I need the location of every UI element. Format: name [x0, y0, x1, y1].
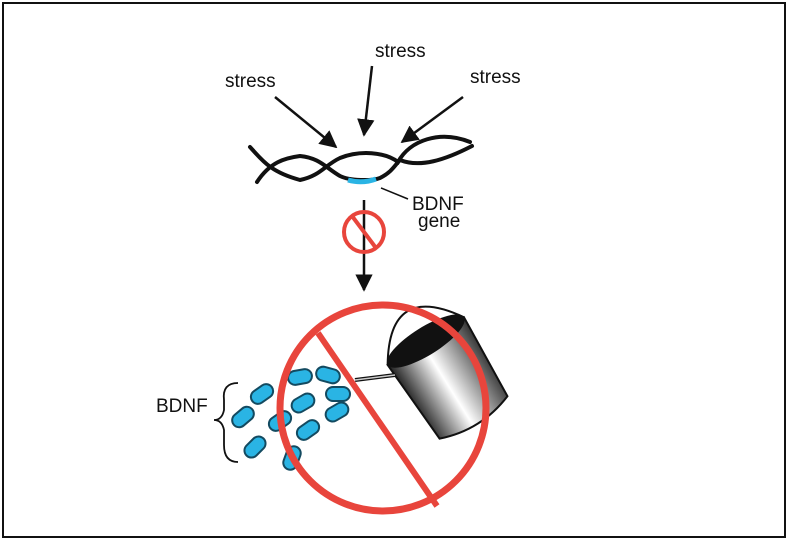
bdnf-protein-label: BDNF	[156, 396, 208, 417]
bdnf-molecule	[290, 392, 316, 414]
bdnf-protein-cluster	[231, 365, 351, 471]
stress-arrow-right	[400, 95, 464, 144]
gene-label-line1: BDNF	[412, 194, 464, 215]
bdnf-molecule	[295, 419, 321, 441]
bucket-icon	[386, 305, 509, 440]
bdnf-molecule	[324, 401, 350, 423]
stress-label-right: stress	[470, 67, 521, 88]
gene-leader-line	[380, 187, 409, 200]
bdnf-brace	[213, 382, 239, 463]
stress-arrow-top	[357, 65, 375, 137]
gene-label-line2: gene	[418, 211, 460, 232]
bdnf-molecule	[287, 368, 313, 386]
stress-label-top: stress	[375, 41, 426, 62]
small-prohibition-icon	[342, 210, 386, 254]
bdnf-gene-segment	[347, 176, 377, 185]
bdnf-molecule	[315, 365, 341, 385]
large-prohibition-icon	[276, 301, 490, 515]
stress-arrow-left	[274, 96, 338, 149]
bdnf-molecule	[325, 386, 351, 402]
bdnf-molecule	[249, 383, 275, 405]
stress-label-left: stress	[225, 71, 276, 92]
bdnf-molecule	[243, 435, 267, 459]
bdnf-molecule	[231, 405, 255, 429]
dna-helix	[248, 134, 474, 184]
